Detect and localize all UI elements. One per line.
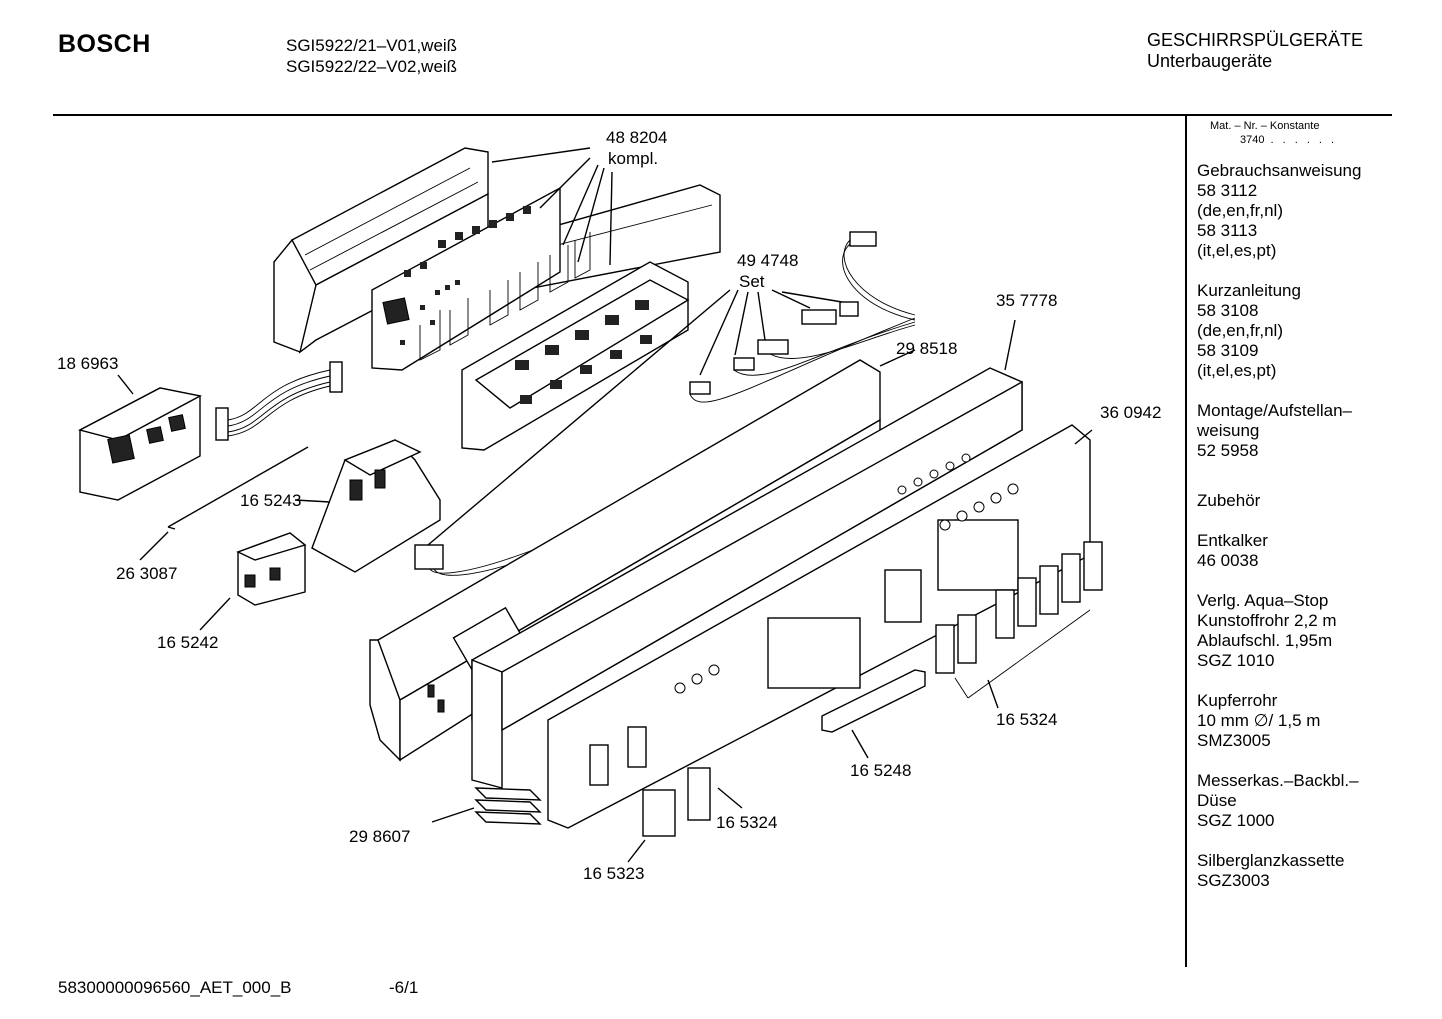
key-cap-bottom-part bbox=[687, 767, 711, 821]
model-line: SGI5922/22–V02,weiß bbox=[286, 57, 458, 76]
part-label: 35 7778 bbox=[996, 291, 1058, 310]
sidebar-line: Entkalker bbox=[1197, 531, 1268, 550]
wire-part bbox=[167, 446, 309, 528]
part-label: 26 3087 bbox=[116, 564, 178, 583]
sidebar-line: Düse bbox=[1197, 791, 1237, 810]
sidebar-line: SMZ3005 bbox=[1197, 731, 1271, 750]
sidebar-line: Verlg. Aqua–Stop bbox=[1197, 591, 1329, 610]
sidebar-line: 58 3108 bbox=[1197, 301, 1259, 320]
part-label: 29 8607 bbox=[349, 827, 411, 846]
sidebar-line: 46 0038 bbox=[1197, 551, 1259, 570]
part-label: 16 5324 bbox=[996, 710, 1058, 729]
sidebar-line: 52 5958 bbox=[1197, 441, 1259, 460]
material-constant-value: 3740 bbox=[1240, 134, 1265, 146]
part-label: 16 5323 bbox=[583, 864, 645, 883]
category-title: GESCHIRRSPÜLGERÄTE bbox=[1147, 30, 1364, 50]
part-label: 18 6963 bbox=[57, 354, 119, 373]
part-label: 16 5242 bbox=[157, 633, 219, 652]
sidebar-divider bbox=[1185, 116, 1187, 967]
category-subtitle: Unterbaugeräte bbox=[1147, 51, 1273, 71]
sidebar-line: SGZ 1010 bbox=[1197, 651, 1275, 670]
sidebar-group-installation: Montage/Aufstellan– weisung 52 5958 bbox=[1197, 401, 1387, 461]
sidebar-line: Silberglanzkassette bbox=[1197, 851, 1345, 870]
sidebar-line: 10 mm ∅/ 1,5 m bbox=[1197, 711, 1321, 730]
exploded-view-drawing bbox=[78, 147, 1103, 863]
sidebar-group-aquastop: Verlg. Aqua–Stop Kunstoffrohr 2,2 m Abla… bbox=[1197, 591, 1387, 671]
relay-holder-part bbox=[311, 439, 441, 573]
part-label: Set bbox=[739, 272, 765, 291]
part-label: 36 0942 bbox=[1100, 403, 1162, 422]
key-caps-right-part bbox=[935, 541, 1103, 699]
display-module-part bbox=[78, 387, 203, 501]
part-label: 48 8204 bbox=[606, 128, 668, 147]
material-constant-value-row: 3740 . . . . . . bbox=[1210, 133, 1337, 147]
light-guide-part bbox=[821, 669, 926, 733]
part-label: 29 8518 bbox=[896, 339, 958, 358]
sidebar-line: weisung bbox=[1197, 421, 1260, 440]
sidebar-line: Kunstoffrohr 2,2 m bbox=[1197, 611, 1337, 630]
sidebar-line: Ablaufschl. 1,95m bbox=[1197, 631, 1333, 650]
sidebar-line: Messerkas.–Backbl.– bbox=[1197, 771, 1359, 790]
sidebar-group-cassette: Silberglanzkassette SGZ3003 bbox=[1197, 851, 1387, 891]
sidebar-line: (it,el,es,pt) bbox=[1197, 241, 1277, 260]
accessory-list: Gebrauchsanweisung 58 3112 (de,en,fr,nl)… bbox=[1197, 161, 1387, 911]
sidebar-group-quickguide: Kurzanleitung 58 3108 (de,en,fr,nl) 58 3… bbox=[1197, 281, 1387, 381]
sidebar-line: Zubehör bbox=[1197, 491, 1261, 510]
seal-strips-part bbox=[474, 787, 542, 825]
ribbon-cable-part bbox=[215, 361, 343, 441]
sidebar-line: SGZ 1000 bbox=[1197, 811, 1275, 830]
part-label: kompl. bbox=[608, 149, 659, 168]
material-constant-label: Mat. – Nr. – Konstante bbox=[1210, 120, 1320, 132]
part-label: 16 5324 bbox=[716, 813, 778, 832]
sidebar-line: (de,en,fr,nl) bbox=[1197, 321, 1283, 340]
pcb-board-part bbox=[371, 186, 561, 371]
control-panel-part bbox=[547, 424, 1091, 829]
brand-logo: BOSCH bbox=[58, 30, 151, 58]
sidebar-line: Kurzanleitung bbox=[1197, 281, 1301, 300]
sidebar-line: (de,en,fr,nl) bbox=[1197, 201, 1283, 220]
part-label: 16 5243 bbox=[240, 491, 302, 510]
sidebar-line: (it,el,es,pt) bbox=[1197, 361, 1277, 380]
sidebar-line: 58 3113 bbox=[1197, 221, 1258, 240]
switch-frame-part bbox=[419, 232, 690, 451]
sidebar-line: 58 3109 bbox=[1197, 341, 1259, 360]
sidebar-line: Gebrauchsanweisung bbox=[1197, 161, 1362, 180]
document-id: 58300000096560_AET_000_B bbox=[58, 978, 292, 997]
sidebar-group-accessories: Zubehör bbox=[1197, 491, 1387, 511]
sidebar-group-manual: Gebrauchsanweisung 58 3112 (de,en,fr,nl)… bbox=[1197, 161, 1387, 261]
part-label: 16 5248 bbox=[850, 761, 912, 780]
sidebar-line: 58 3112 bbox=[1197, 181, 1258, 200]
sidebar-line: SGZ3003 bbox=[1197, 871, 1270, 890]
relay-part bbox=[236, 532, 307, 606]
sidebar-group-copperpipe: Kupferrohr 10 mm ∅/ 1,5 m SMZ3005 bbox=[1197, 691, 1387, 751]
model-line: SGI5922/21–V01,weiß bbox=[286, 36, 458, 55]
header-divider bbox=[53, 114, 1392, 116]
sidebar-group-nozzle: Messerkas.–Backbl.– Düse SGZ 1000 bbox=[1197, 771, 1387, 831]
sidebar-line: Kupferrohr bbox=[1197, 691, 1278, 710]
material-constant-dots: . . . . . . bbox=[1270, 134, 1338, 146]
push-button-part bbox=[642, 789, 676, 837]
model-list: SGI5922/21–V01,weiß SGI5922/22–V02,weiß bbox=[286, 35, 457, 77]
panel-frame-part bbox=[471, 367, 1023, 789]
sidebar-line: Montage/Aufstellan– bbox=[1197, 401, 1352, 420]
sidebar-group-descaler: Entkalker 46 0038 bbox=[1197, 531, 1387, 571]
page-number: -6/1 bbox=[389, 978, 419, 997]
appliance-category: GESCHIRRSPÜLGERÄTE Unterbaugeräte bbox=[1147, 30, 1363, 72]
leader-lines bbox=[117, 147, 1093, 863]
part-label: 49 4748 bbox=[737, 251, 799, 270]
material-constant: Mat. – Nr. – Konstante 3740 . . . . . . bbox=[1210, 119, 1337, 147]
